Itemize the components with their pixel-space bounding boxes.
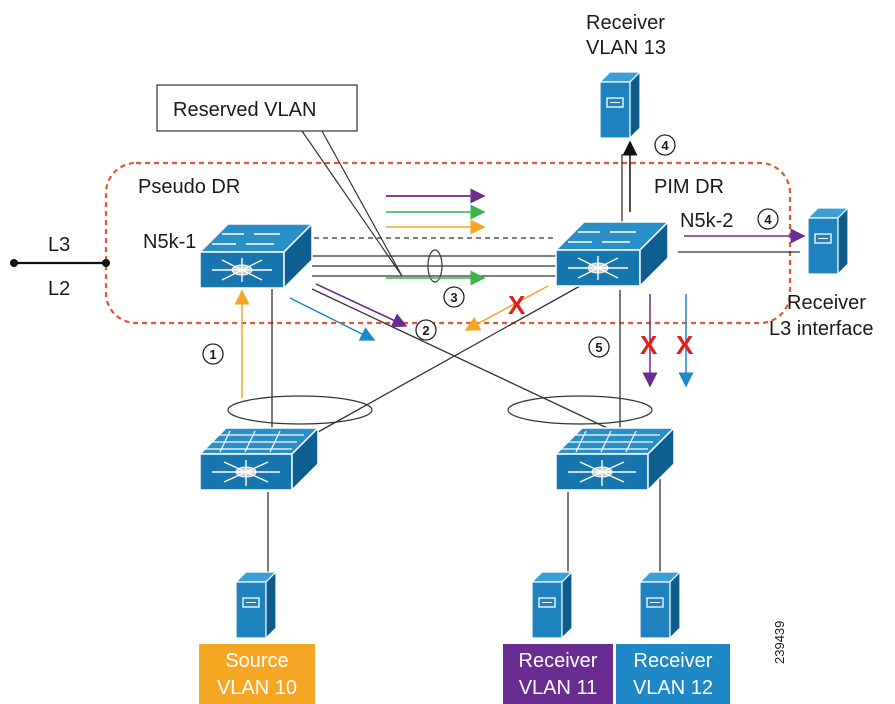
svg-text:VLAN 10: VLAN 10 [217,677,297,699]
step-5: 5 [588,336,610,358]
n5k1-switch[interactable] [199,223,313,289]
pim-dr-label: PIM DR [654,176,724,198]
n5k1-label: N5k-1 [143,231,196,253]
svg-text:Receiver: Receiver [634,650,713,672]
step-1: 1 [202,343,224,365]
traffic-arrows-flow [234,140,806,398]
receiver-l3-line2: L3 interface [769,318,874,340]
peer-links [296,237,556,283]
svg-text:4: 4 [764,212,772,227]
svg-text:5: 5 [595,340,602,355]
step-2: 2 [415,319,437,341]
step-4-vlan13: 4 [654,134,676,156]
receiver-vlan13-server[interactable] [599,71,641,139]
svg-text:VLAN 12: VLAN 12 [633,677,713,699]
l3-label: L3 [48,234,70,256]
source-vlan10-server[interactable] [235,571,277,639]
receiver-l3-line1: Receiver [787,292,866,314]
host-links [267,470,661,574]
reserved-vlan-label: Reserved VLAN [173,99,316,121]
svg-text:Receiver: Receiver [519,650,598,672]
n5k2-label: N5k-2 [680,210,733,232]
svg-text:2: 2 [422,323,429,338]
n5k2-switch[interactable] [555,221,669,287]
reserved-vlan-callout [156,84,403,277]
step-3: 3 [443,286,465,308]
svg-text:1: 1 [209,347,216,362]
receiver-vlan13-line1: Receiver [586,12,665,34]
traffic-arrows-top [386,188,486,286]
receiver-vlan11-server[interactable] [531,571,573,639]
receiver-vlan12-box: Receiver VLAN 12 [616,644,730,704]
l2-label: L2 [48,278,70,300]
uplinks [227,285,653,435]
svg-text:4: 4 [661,138,669,153]
figure-id: 239439 [772,621,787,664]
access-switch-left[interactable] [199,427,319,491]
svg-text:VLAN 11: VLAN 11 [519,677,598,699]
svg-text:Source: Source [225,650,288,672]
n5k2-receiver-links [621,154,800,253]
blocked-mark-3: X [676,330,694,360]
access-switch-right[interactable] [555,427,675,491]
svg-text:3: 3 [450,290,457,305]
blocked-mark-2: X [640,330,658,360]
receiver-vlan12-server[interactable] [639,571,681,639]
l3-l2-boundary [10,259,110,267]
blocked-mark-1: X [508,290,526,320]
receiver-vlan13-line2: VLAN 13 [586,37,666,59]
pseudo-dr-label: Pseudo DR [138,176,240,198]
receiver-vlan11-box: Receiver VLAN 11 [503,644,613,704]
step-4-l3: 4 [757,208,779,230]
source-vlan10-box: Source VLAN 10 [199,644,315,704]
vpc-domain-boundary [104,161,792,325]
receiver-l3-server[interactable] [807,207,849,275]
